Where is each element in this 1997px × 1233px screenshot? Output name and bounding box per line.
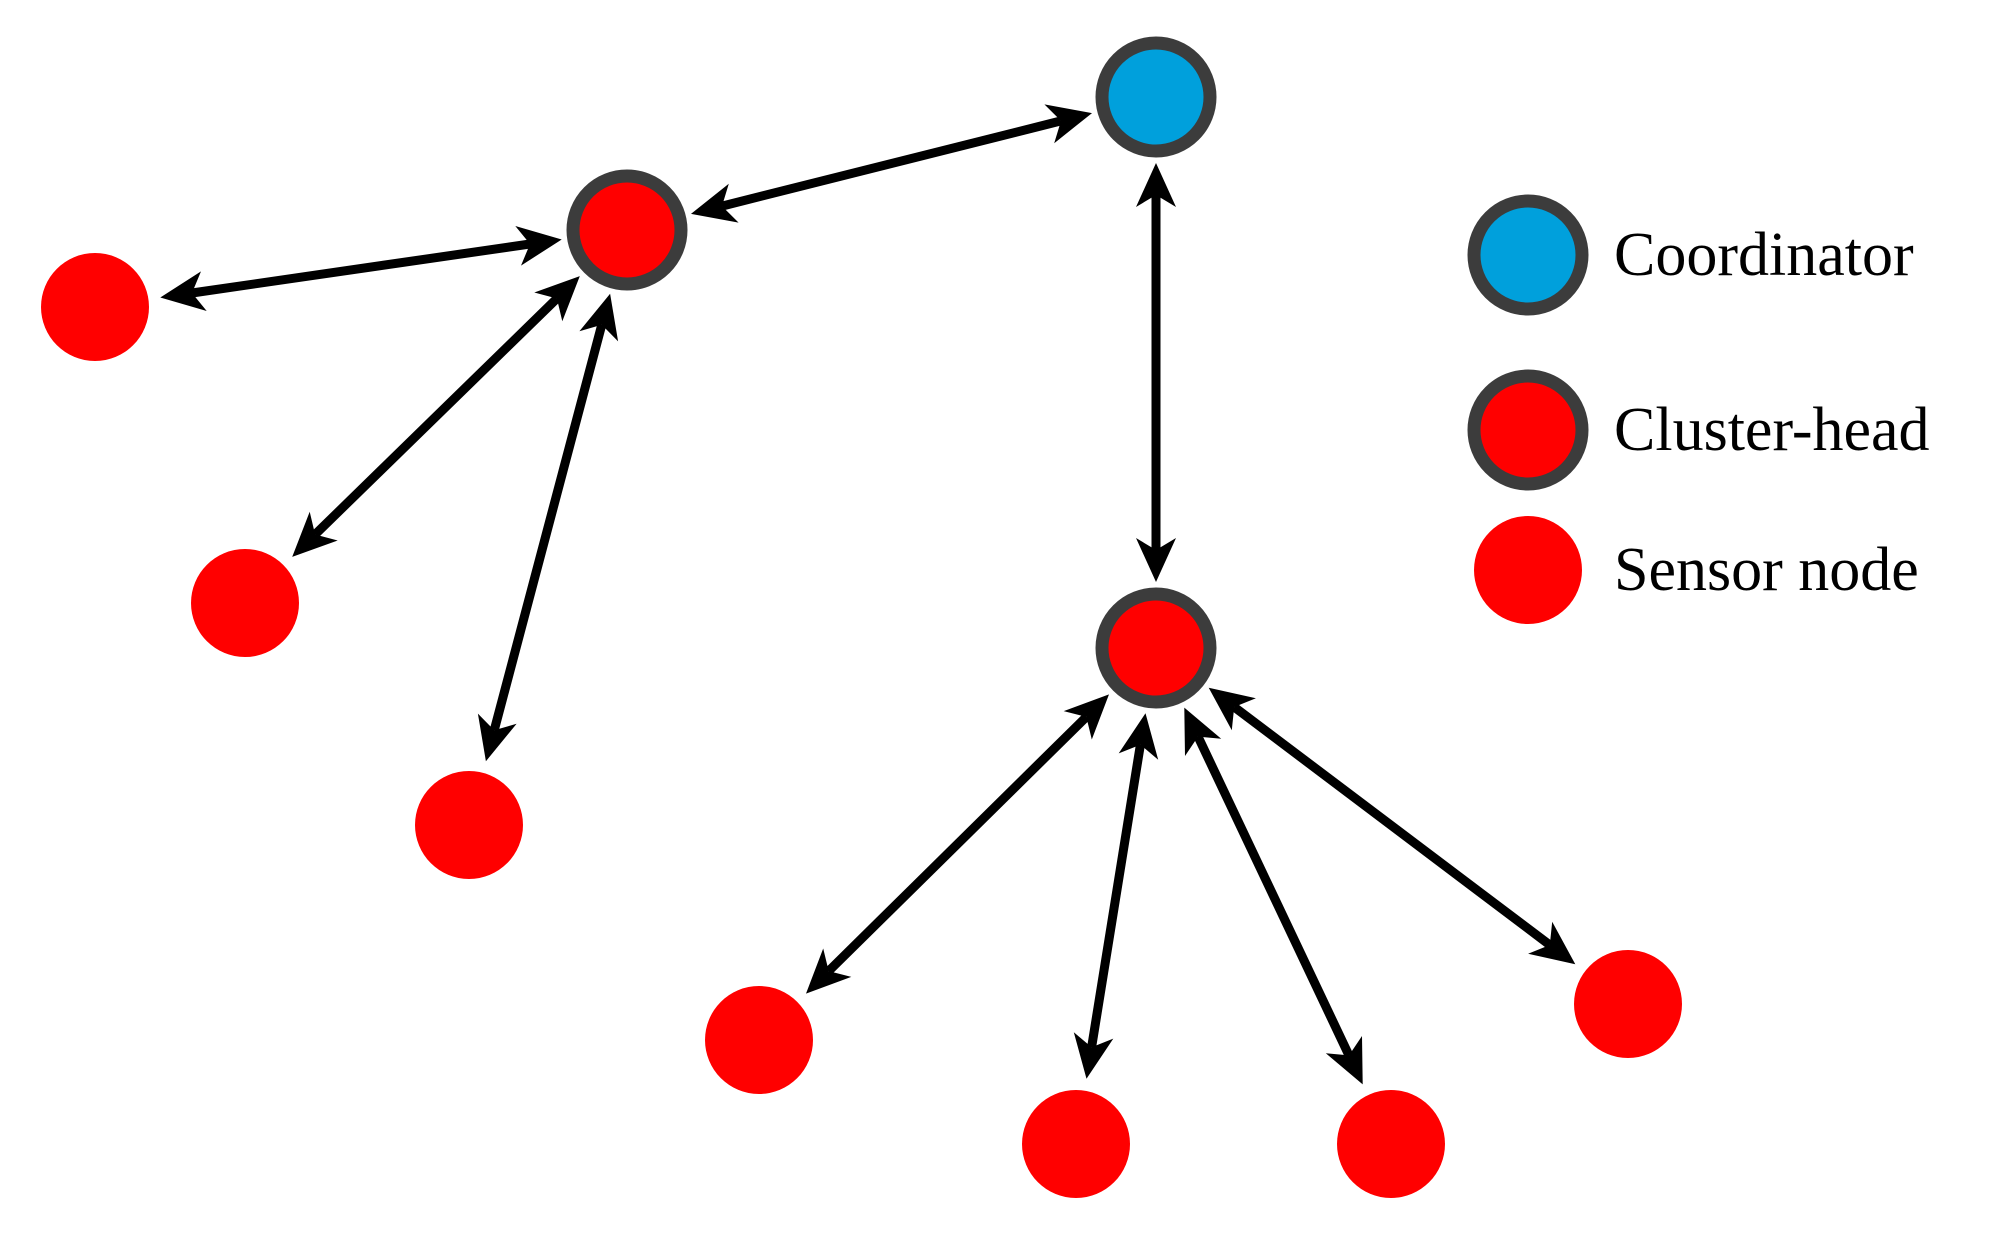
link-ch1-s3 — [477, 293, 619, 762]
node-ch1 — [566, 169, 688, 291]
legend-sensor-node-symbol — [1474, 516, 1582, 624]
link-line — [825, 713, 1090, 975]
node-s5 — [1022, 1090, 1130, 1198]
link-line — [1193, 734, 1354, 1058]
legend-item-sensor-node: Sensor node — [1474, 516, 1919, 624]
arrowhead-ch1 — [515, 226, 562, 266]
arrowhead-ch2 — [1136, 538, 1176, 582]
arrowhead-s1 — [160, 271, 207, 311]
arrowhead-ch2 — [1208, 687, 1256, 731]
link-ch2-s6 — [1184, 707, 1363, 1085]
legend: Coordinator Cluster-head Sensor node — [1467, 194, 1930, 624]
arrowhead-s2 — [292, 511, 338, 557]
legend-cluster-head-label: Cluster-head — [1614, 396, 1930, 464]
arrowhead-ch2 — [1118, 713, 1159, 760]
arrowhead-ch1 — [534, 276, 580, 322]
node-ch2 — [1095, 587, 1217, 709]
arrowhead-ch2 — [1184, 707, 1222, 756]
node-s2 — [191, 549, 299, 657]
node-s4 — [705, 986, 813, 1094]
node-s3 — [415, 771, 523, 879]
legend-coordinator-symbol — [1467, 194, 1589, 316]
arrowhead-s6 — [1325, 1036, 1363, 1085]
link-ch1-s1 — [160, 226, 562, 311]
node-s7 — [1574, 950, 1682, 1058]
arrowhead-ch1 — [579, 293, 619, 342]
links-layer — [160, 104, 1576, 1085]
arrowhead-coordinator — [1136, 163, 1176, 207]
link-line — [489, 323, 607, 732]
legend-coordinator-label: Coordinator — [1614, 221, 1914, 289]
node-s1 — [41, 253, 149, 361]
link-line — [1231, 703, 1553, 949]
node-coordinator — [1095, 36, 1217, 158]
legend-cluster-head-symbol — [1467, 369, 1589, 491]
arrowhead-s7 — [1528, 921, 1576, 965]
link-coordinator-ch2 — [1136, 163, 1176, 582]
link-ch2-s4 — [806, 694, 1109, 994]
nodes-layer — [41, 36, 1682, 1198]
legend-sensor-node-label: Sensor node — [1614, 536, 1919, 604]
node-s6 — [1337, 1090, 1445, 1198]
arrowhead-s3 — [477, 713, 517, 762]
arrowhead-s4 — [806, 948, 852, 994]
link-ch2-s7 — [1208, 687, 1576, 965]
legend-item-cluster-head: Cluster-head — [1467, 369, 1930, 491]
arrowhead-s5 — [1073, 1032, 1114, 1079]
legend-item-coordinator: Coordinator — [1467, 194, 1914, 316]
arrowhead-ch1 — [691, 183, 739, 223]
arrowhead-coordinator — [1044, 104, 1092, 144]
link-coordinator-ch1 — [691, 104, 1092, 223]
link-line — [311, 295, 561, 538]
link-ch1-s2 — [292, 276, 580, 557]
link-line — [1087, 743, 1145, 1049]
link-line — [720, 116, 1063, 211]
link-ch2-s5 — [1073, 713, 1159, 1079]
arrowhead-ch2 — [1063, 694, 1109, 740]
link-line — [191, 239, 531, 298]
